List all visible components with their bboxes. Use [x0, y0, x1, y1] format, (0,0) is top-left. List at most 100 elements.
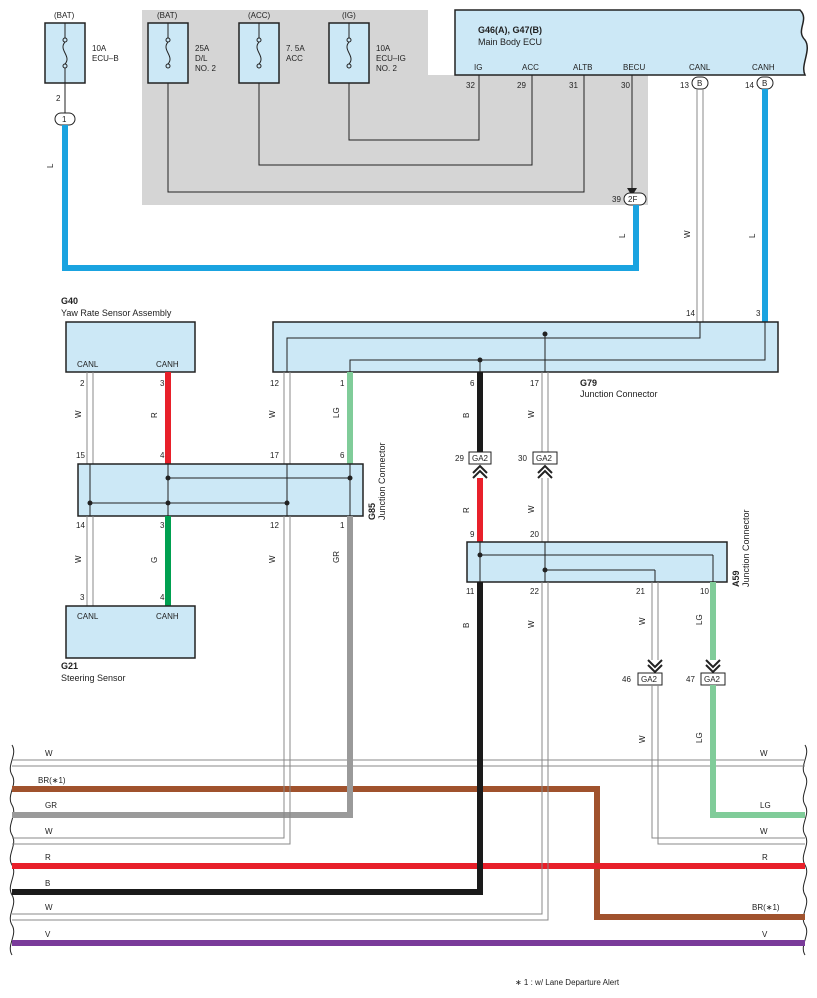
wire-color-label: G — [150, 557, 159, 563]
fuse-icon — [62, 41, 68, 65]
pin-number: 20 — [530, 530, 539, 539]
fuse-icon — [346, 41, 352, 65]
component-id: G85 — [367, 503, 377, 520]
wire-color-label: L — [618, 233, 627, 238]
pin-number: 11 — [466, 587, 475, 596]
pin-number: 14 — [76, 521, 85, 530]
component-id: A59 — [731, 570, 741, 587]
pin-number: 29 — [455, 454, 464, 463]
pin-number: 22 — [530, 587, 539, 596]
pin-number: 46 — [622, 675, 631, 684]
component-name: Junction Connector — [580, 389, 658, 399]
pin-number: 2 — [56, 94, 61, 103]
connector-label: GA2 — [472, 454, 489, 463]
ecu-pin-altb: ALTB — [573, 63, 592, 72]
ecu-name: Main Body ECU — [478, 37, 542, 47]
wire-color-label: L — [748, 233, 757, 238]
harness-label: B — [45, 879, 50, 888]
wire-color-label: W — [527, 620, 536, 628]
wire-color-label: LG — [695, 614, 704, 625]
wire-color-label: W — [683, 230, 692, 238]
connector-label: GA2 — [704, 675, 721, 684]
harness-label: BR(∗1) — [752, 903, 780, 912]
fuse-ecu-b: (BAT) 10A ECU–B — [44, 11, 119, 84]
ecu-pin-becu: BECU — [623, 63, 645, 72]
wire-br — [12, 786, 805, 920]
pin-number: 3 — [160, 379, 165, 388]
wire-color-label: W — [268, 555, 277, 563]
wire-color-label: W — [638, 735, 647, 743]
pin-number: 17 — [530, 379, 539, 388]
pin-label: CANH — [156, 360, 179, 369]
yaw-rate-sensor-g40: G40 Yaw Rate Sensor Assembly CANL CANH 2… — [61, 296, 196, 388]
pin-number: 3 — [160, 521, 165, 530]
wire-color-label: W — [268, 410, 277, 418]
wire-color-label: W — [527, 410, 536, 418]
pin-number: 47 — [686, 675, 695, 684]
arrow-down-icon — [627, 188, 637, 196]
harness-label: LG — [760, 801, 771, 810]
fuse-name: ACC — [286, 54, 303, 63]
pin-number: 14 — [745, 81, 754, 90]
wire-color-label: R — [150, 412, 159, 418]
component-name: Junction Connector — [741, 509, 751, 587]
fuse-rating: 10A — [376, 44, 391, 53]
harness-label: R — [45, 853, 51, 862]
pin-number: 21 — [636, 587, 645, 596]
fuse-ecu-ig-no2: (IG) 10A ECU–IG NO. 2 — [328, 11, 406, 84]
component-id: G40 — [61, 296, 78, 306]
ecu-pin-acc: ACC — [522, 63, 539, 72]
chevron-up-icon — [537, 464, 553, 479]
wire-color-label: GR — [332, 551, 341, 563]
chevron-down-icon — [705, 659, 721, 674]
fuse-rating: 7. 5A — [286, 44, 305, 53]
component-name: Junction Connector — [377, 442, 387, 520]
wire-color-label: B — [462, 623, 471, 628]
fuse-name-2: NO. 2 — [376, 64, 397, 73]
pin-number: 10 — [700, 587, 709, 596]
harness-label: W — [760, 749, 768, 758]
wire-color-label: W — [527, 505, 536, 513]
pin-number: 1 — [340, 521, 345, 530]
break-line-left — [9, 744, 15, 956]
connector-b-canl — [691, 76, 709, 90]
harness-label: W — [45, 827, 53, 836]
pin-number: 17 — [270, 451, 279, 460]
ecu-pin-canl: CANL — [689, 63, 711, 72]
wire-color-label: LG — [332, 407, 341, 418]
connector-label: GA2 — [536, 454, 553, 463]
wire-color-label: R — [462, 507, 471, 513]
wire-b — [12, 582, 483, 895]
harness-label: W — [760, 827, 768, 836]
connector-label: B — [762, 79, 767, 88]
connector-label: GA2 — [641, 675, 658, 684]
pin-number: 9 — [470, 530, 475, 539]
connector-label: B — [697, 79, 702, 88]
footnote: ∗ 1 : w/ Lane Departure Alert — [515, 978, 620, 987]
pin-number: 14 — [686, 309, 695, 318]
wire-color-label: W — [638, 617, 647, 625]
chevron-up-icon — [472, 464, 488, 479]
pin-label: CANL — [77, 360, 99, 369]
steering-sensor-g21: 3 4 CANL CANH G21 Steering Sensor — [61, 593, 196, 683]
fuse-rating: 25A — [195, 44, 210, 53]
component-id: G79 — [580, 378, 597, 388]
pin-number: 1 — [340, 379, 345, 388]
fuse-ecu-wires — [167, 75, 633, 193]
wire-color-label: W — [74, 555, 83, 563]
wire-color-label: W — [74, 410, 83, 418]
pin-number: 12 — [270, 379, 279, 388]
fuse-name: ECU–B — [92, 54, 119, 63]
pin-number: 4 — [160, 593, 165, 602]
fuse-icon — [256, 41, 262, 65]
pin-number: 12 — [270, 521, 279, 530]
harness-label: W — [45, 903, 53, 912]
harness-label: R — [762, 853, 768, 862]
connector-label: 1 — [62, 115, 67, 124]
fuse-source-label: (BAT) — [157, 11, 178, 20]
wire-l-blue — [62, 125, 639, 271]
component-id: G21 — [61, 661, 78, 671]
junction-connector-a59: 9 20 11 22 21 10 A59 Junction Connector — [466, 509, 751, 596]
pin-number: 13 — [680, 81, 689, 90]
harness-label: GR — [45, 801, 57, 810]
